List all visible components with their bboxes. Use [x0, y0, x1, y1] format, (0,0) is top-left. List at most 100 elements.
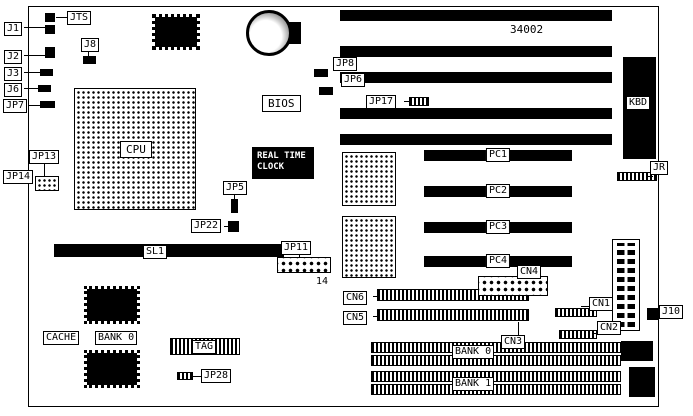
cn5-connector: [377, 309, 529, 321]
jts-connector: [45, 13, 55, 22]
label-pc3: PC3: [485, 220, 511, 234]
cache-chip-lower: [84, 350, 140, 388]
callout-line-jp7: [29, 105, 40, 106]
label-cpu: CPU: [120, 141, 152, 158]
label-kbd: KBD: [626, 96, 651, 110]
board-outline: [28, 6, 659, 407]
battery-tab: [289, 22, 301, 44]
pc4-slot: PC4: [424, 254, 572, 268]
callout-line-j2: [24, 55, 45, 56]
simm-socket-bank1-b: [371, 384, 621, 395]
label-pc2: PC2: [485, 184, 511, 198]
label-bank1: BANK 1: [452, 377, 495, 391]
simm-socket-bank1-a: [371, 371, 621, 382]
callout-line-cn3: [518, 322, 519, 335]
callout-line-jts: [56, 17, 67, 18]
label-jr: JR: [650, 161, 669, 175]
label-cn5: CN5: [343, 311, 368, 325]
jp8-connector: [314, 69, 328, 77]
label-jp17: JP17: [366, 95, 397, 109]
j10-connector: [647, 308, 658, 320]
cache-chip-upper: [84, 286, 140, 324]
jp11-header: [277, 257, 331, 273]
bottom-right-component: [629, 367, 655, 397]
label-cn3: CN3: [501, 335, 526, 349]
jp11-pin-count: 14: [316, 276, 329, 287]
label-bios: BIOS: [262, 95, 301, 112]
jp13-jp14-jumper-block: [35, 176, 59, 191]
label-j10: J10: [659, 305, 684, 319]
battery: [246, 10, 292, 56]
label-jp8: JP8: [333, 57, 358, 71]
callout-line-jp11: [299, 254, 300, 257]
callout-line-j6: [24, 88, 38, 89]
label-j3: J3: [4, 67, 23, 81]
jp5-connector: [231, 199, 238, 213]
label-jp6: JP6: [341, 73, 366, 87]
label-bank0: BANK 0: [452, 345, 495, 359]
isa-slot-3: [340, 72, 612, 83]
callout-line-jp5: [234, 195, 235, 199]
callout-line-cn2: [593, 333, 597, 334]
pc2-slot: PC2: [424, 184, 572, 198]
label-j1: J1: [4, 22, 23, 36]
callout-line-cn6: [373, 296, 377, 297]
ic-chip-top: [152, 14, 200, 50]
jr-connector: [617, 172, 657, 181]
isa-slot-5: [340, 134, 612, 145]
isa-slot-2: [340, 46, 612, 57]
power-connector-pins: [617, 243, 635, 327]
label-j8: J8: [81, 38, 100, 52]
callout-line-jp28: [193, 376, 201, 377]
rtc-label-line2: CLOCK: [257, 162, 285, 172]
cn4-header: [478, 276, 548, 296]
label-jp7: JP7: [3, 99, 28, 113]
simm-socket-bank0-b: [371, 355, 621, 366]
callout-line-j1: [24, 27, 45, 28]
label-sl1: SL1: [143, 245, 168, 259]
callout-line-jp17: [404, 101, 409, 102]
jp22-connector: [228, 221, 239, 232]
label-jp5: JP5: [223, 181, 248, 195]
label-j6: J6: [4, 83, 23, 97]
pc1-slot: PC1: [424, 148, 572, 162]
label-cn2: CN2: [597, 321, 622, 335]
isa-slot-4: [340, 108, 612, 119]
label-cn1: CN1: [589, 297, 614, 311]
pc3-slot: PC3: [424, 220, 572, 234]
label-j2: J2: [4, 50, 23, 64]
callout-line-cn5: [373, 316, 377, 317]
jp7-connector: [40, 101, 55, 108]
j2-connector: [45, 47, 55, 58]
label-jts: JTS: [67, 11, 92, 25]
label-cn6: CN6: [343, 291, 368, 305]
isa-slot-1: [340, 10, 612, 21]
j8-connector: [83, 56, 96, 64]
label-pc4: PC4: [485, 254, 511, 268]
label-cache-bank0: BANK 0: [95, 331, 138, 345]
board-part-number: 34002: [510, 23, 544, 36]
callout-line-j8: [88, 52, 89, 56]
sl1-slot: [54, 244, 284, 257]
label-tag: TAG: [192, 340, 217, 354]
label-jp28: JP28: [201, 369, 232, 383]
label-cn4: CN4: [517, 265, 542, 279]
jp17-connector: [409, 97, 429, 106]
cpu-socket: [74, 88, 196, 210]
callout-line-jr: [648, 176, 653, 177]
rtc-label-line1: REAL TIME: [257, 151, 306, 161]
callout-line-cn1: [581, 306, 589, 307]
speaker-block: [621, 341, 653, 361]
callout-line-j3: [24, 72, 40, 73]
real-time-clock-chip: REAL TIME CLOCK: [252, 147, 314, 179]
cn2-connector: [559, 330, 597, 339]
label-jp22: JP22: [191, 219, 222, 233]
label-jp14: JP14: [3, 170, 34, 184]
label-cache: CACHE: [43, 331, 80, 345]
callout-line-jp13: [44, 164, 45, 176]
chipset-ic-lower: [342, 216, 396, 278]
label-jp13: JP13: [29, 150, 60, 164]
j1-connector: [45, 25, 55, 34]
label-jp11: JP11: [281, 241, 312, 255]
